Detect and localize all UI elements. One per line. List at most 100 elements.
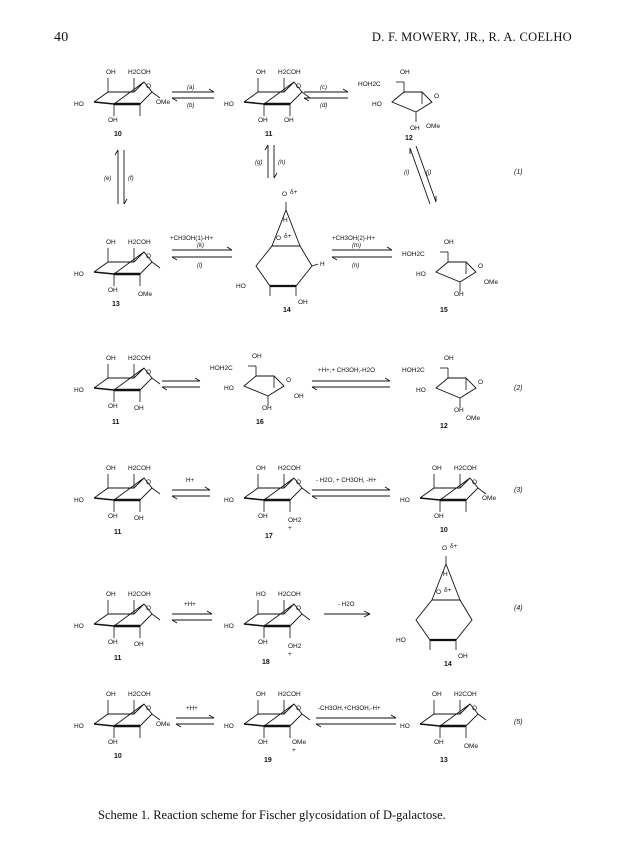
page-number: 40 [54, 30, 69, 45]
ho-label: HO [74, 387, 84, 394]
step-label-e: (e) [104, 176, 111, 182]
oh-label: OH [106, 691, 116, 698]
equilibrium-arrow-eq4a: +H+ [171, 601, 213, 624]
oh2-label: OH2 [288, 643, 302, 650]
oh-label: OH [258, 639, 268, 646]
hoh2c-label: HOH2C [402, 251, 425, 258]
h2coh-label: H2COH [278, 591, 301, 598]
ho-label: HO [236, 283, 246, 290]
ho-label: HO [256, 591, 266, 598]
ho-label: HO [416, 271, 426, 278]
ho-label: HO [74, 101, 84, 108]
oh-label: OH [108, 639, 118, 646]
h2coh-label: H2COH [278, 691, 301, 698]
ome-label: OMe [464, 743, 478, 750]
hoh2c-label: HOH2C [358, 81, 381, 88]
o-label: O [146, 369, 151, 376]
ho-label: HO [400, 723, 410, 730]
equilibrium-arrow-cd: (c) (d) [303, 85, 349, 109]
delta-plus-o: O [442, 545, 447, 552]
h2coh-label: H2COH [128, 691, 151, 698]
reagent-m: +CH3OH(2)-H+ [332, 235, 375, 242]
h2coh-label: H2COH [128, 69, 151, 76]
reagent-eq2: +H+,+ CH3OH,-H2O [318, 367, 375, 374]
compound-number-19: 19 [264, 757, 272, 764]
equilibrium-arrow-ij: (i) (j) [404, 145, 437, 205]
compound-19: OH H2COH HO OH O OMe + [224, 691, 312, 754]
reaction-arrow-eq4b: - H2O [324, 601, 371, 618]
h2coh-label: H2COH [278, 69, 301, 76]
step-label-b: (b) [187, 103, 194, 109]
compound-number-18: 18 [262, 659, 270, 666]
compound-10-eq5: OH H2COH HO OH O OMe [74, 691, 170, 746]
compound-12-eq2: HOH2C OH HO O OH OMe [402, 355, 483, 422]
compound-11-eq4: OH H2COH HO OH O OH [74, 591, 162, 648]
o-label: O [146, 83, 151, 90]
compound-16: HOH2C OH HO O OH OH [210, 353, 304, 412]
oh-label: OH [284, 117, 294, 124]
oh-label: OH [444, 239, 454, 246]
compound-12: HOH2C OH HO O OH OMe [358, 69, 440, 132]
equation-number-4: (4) [514, 605, 523, 612]
compound-number-11: 11 [112, 419, 120, 426]
oh-label: OH [434, 513, 444, 520]
oh-label: OH [454, 291, 464, 298]
compound-number-10: 10 [440, 527, 448, 534]
ho-label: HO [224, 497, 234, 504]
running-head: D. F. MOWERY, JR., R. A. COELHO [371, 30, 572, 44]
h-label: H [320, 261, 325, 268]
compound-number-11: 11 [114, 529, 122, 536]
oh-label: OH [262, 405, 272, 412]
equilibrium-arrow-eq2a [161, 377, 201, 391]
equilibrium-arrow-eq3b: - H2O, + CH3OH, -H+ [311, 477, 391, 500]
equation-number-3: (3) [514, 487, 523, 494]
oh-label: OH [400, 69, 410, 76]
compound-11-eq2: OH H2COH HO OH O OH [74, 355, 162, 412]
delta-plus-label: δ+ [290, 189, 298, 196]
oh-label: OH [258, 739, 268, 746]
oh-label: OH [134, 405, 144, 412]
oh-label: OH [108, 513, 118, 520]
delta-plus-o: O [282, 191, 287, 198]
oh-label: OH [410, 125, 420, 132]
ho-label: HO [396, 637, 406, 644]
h2coh-label: H2COH [128, 591, 151, 598]
reagent-eq5a: +H+ [186, 705, 198, 712]
equilibrium-arrow-eq5b: -CH3OH,+CH3OH,-H+ [315, 705, 397, 728]
ho-label: HO [416, 387, 426, 394]
compound-number-11: 11 [114, 655, 122, 662]
o-label: O [472, 479, 477, 486]
o-label: O [146, 705, 151, 712]
oh-label: OH [298, 299, 308, 306]
oh-label: OH [106, 465, 116, 472]
ome-label: OMe [138, 291, 152, 298]
ome-label: OMe [426, 123, 440, 130]
oh-label: OH [256, 691, 266, 698]
step-label-a: (a) [187, 85, 194, 91]
ome-label: OMe [466, 415, 480, 422]
compound-number-14: 14 [444, 661, 452, 668]
h-label: H [283, 217, 288, 224]
oh-label: OH [432, 465, 442, 472]
oh-label: OH [256, 465, 266, 472]
step-label-f: (f) [128, 176, 134, 182]
h2coh-label: H2COH [278, 465, 301, 472]
ho-label: HO [400, 497, 410, 504]
compound-number-11: 11 [265, 131, 273, 138]
compound-11: OH H2COH HO OH O OH [224, 69, 312, 124]
compound-14: O δ+ H O δ+ HO OH H [236, 189, 325, 306]
oh-label: OH [134, 515, 144, 522]
reagent-eq5b: -CH3OH,+CH3OH,-H+ [318, 705, 381, 712]
equilibrium-arrow-ab: (a) (b) [171, 85, 215, 109]
oh-label: OH [106, 69, 116, 76]
oh-label: OH [108, 287, 118, 294]
h2coh-label: H2COH [128, 465, 151, 472]
oh-label: OH [458, 653, 468, 660]
equilibrium-arrow-kl: +CH3OH(1)-H+ (k) (l) [170, 235, 233, 269]
oh-label: OH [454, 407, 464, 414]
ho-label: HO [224, 723, 234, 730]
oh-label: OH [434, 739, 444, 746]
h2coh-label: H2COH [128, 239, 151, 246]
ome-label: OMe [156, 721, 170, 728]
